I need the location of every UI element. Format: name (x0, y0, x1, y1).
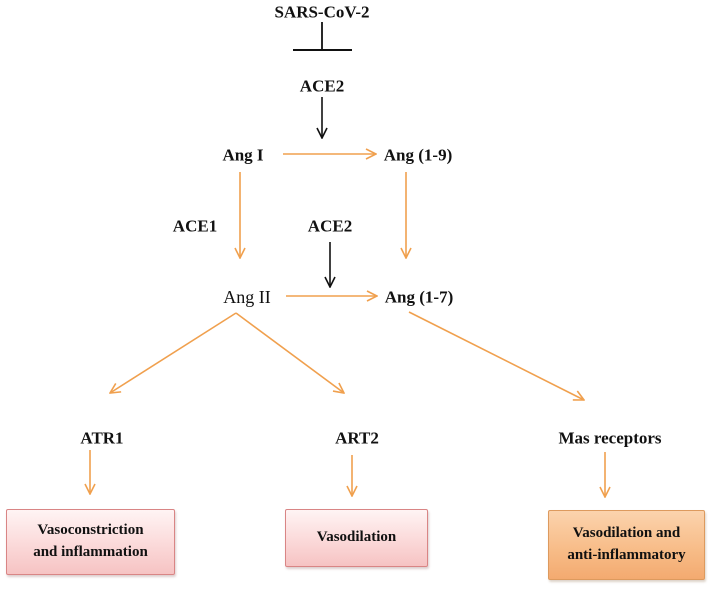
node-ace1: ACE1 (172, 216, 218, 236)
node-ace2-top: ACE2 (299, 76, 345, 96)
outcome-anti-inflammatory-box: Vasodilation and anti-inflammatory (548, 510, 705, 580)
outcome-anti-inflammatory-line-1: Vasodilation and (572, 525, 681, 542)
node-atr1: ATR1 (80, 428, 124, 448)
outcome-vasodilation-box: Vasodilation (285, 509, 428, 567)
arrow-ang-ii-to-atr1 (110, 312, 237, 393)
outcome-vasoconstriction-box: Vasoconstriction and inflammation (6, 509, 175, 575)
arrow-ang-ii-to-art2 (235, 312, 344, 393)
outcome-vasoconstriction-line-1: Vasoconstriction (37, 522, 144, 539)
arrow-ang-1-7-to-mas (408, 311, 584, 400)
node-ang-i: Ang I (222, 145, 264, 165)
node-ang-1-9: Ang (1-9) (383, 145, 453, 165)
outcome-vasoconstriction-line-2: and inflammation (33, 544, 148, 560)
outcome-vasodilation-line-1: Vasodilation (316, 529, 397, 546)
node-ang-ii: Ang II (223, 287, 271, 307)
outcome-anti-inflammatory-line-2: anti-inflammatory (567, 547, 686, 563)
node-ang-1-7: Ang (1-7) (384, 287, 454, 307)
node-art2: ART2 (335, 428, 379, 448)
node-ace2-mid: ACE2 (307, 216, 353, 236)
node-sars-cov-2: SARS-CoV-2 (274, 2, 370, 22)
node-mas-receptors: Mas receptors (558, 428, 662, 448)
